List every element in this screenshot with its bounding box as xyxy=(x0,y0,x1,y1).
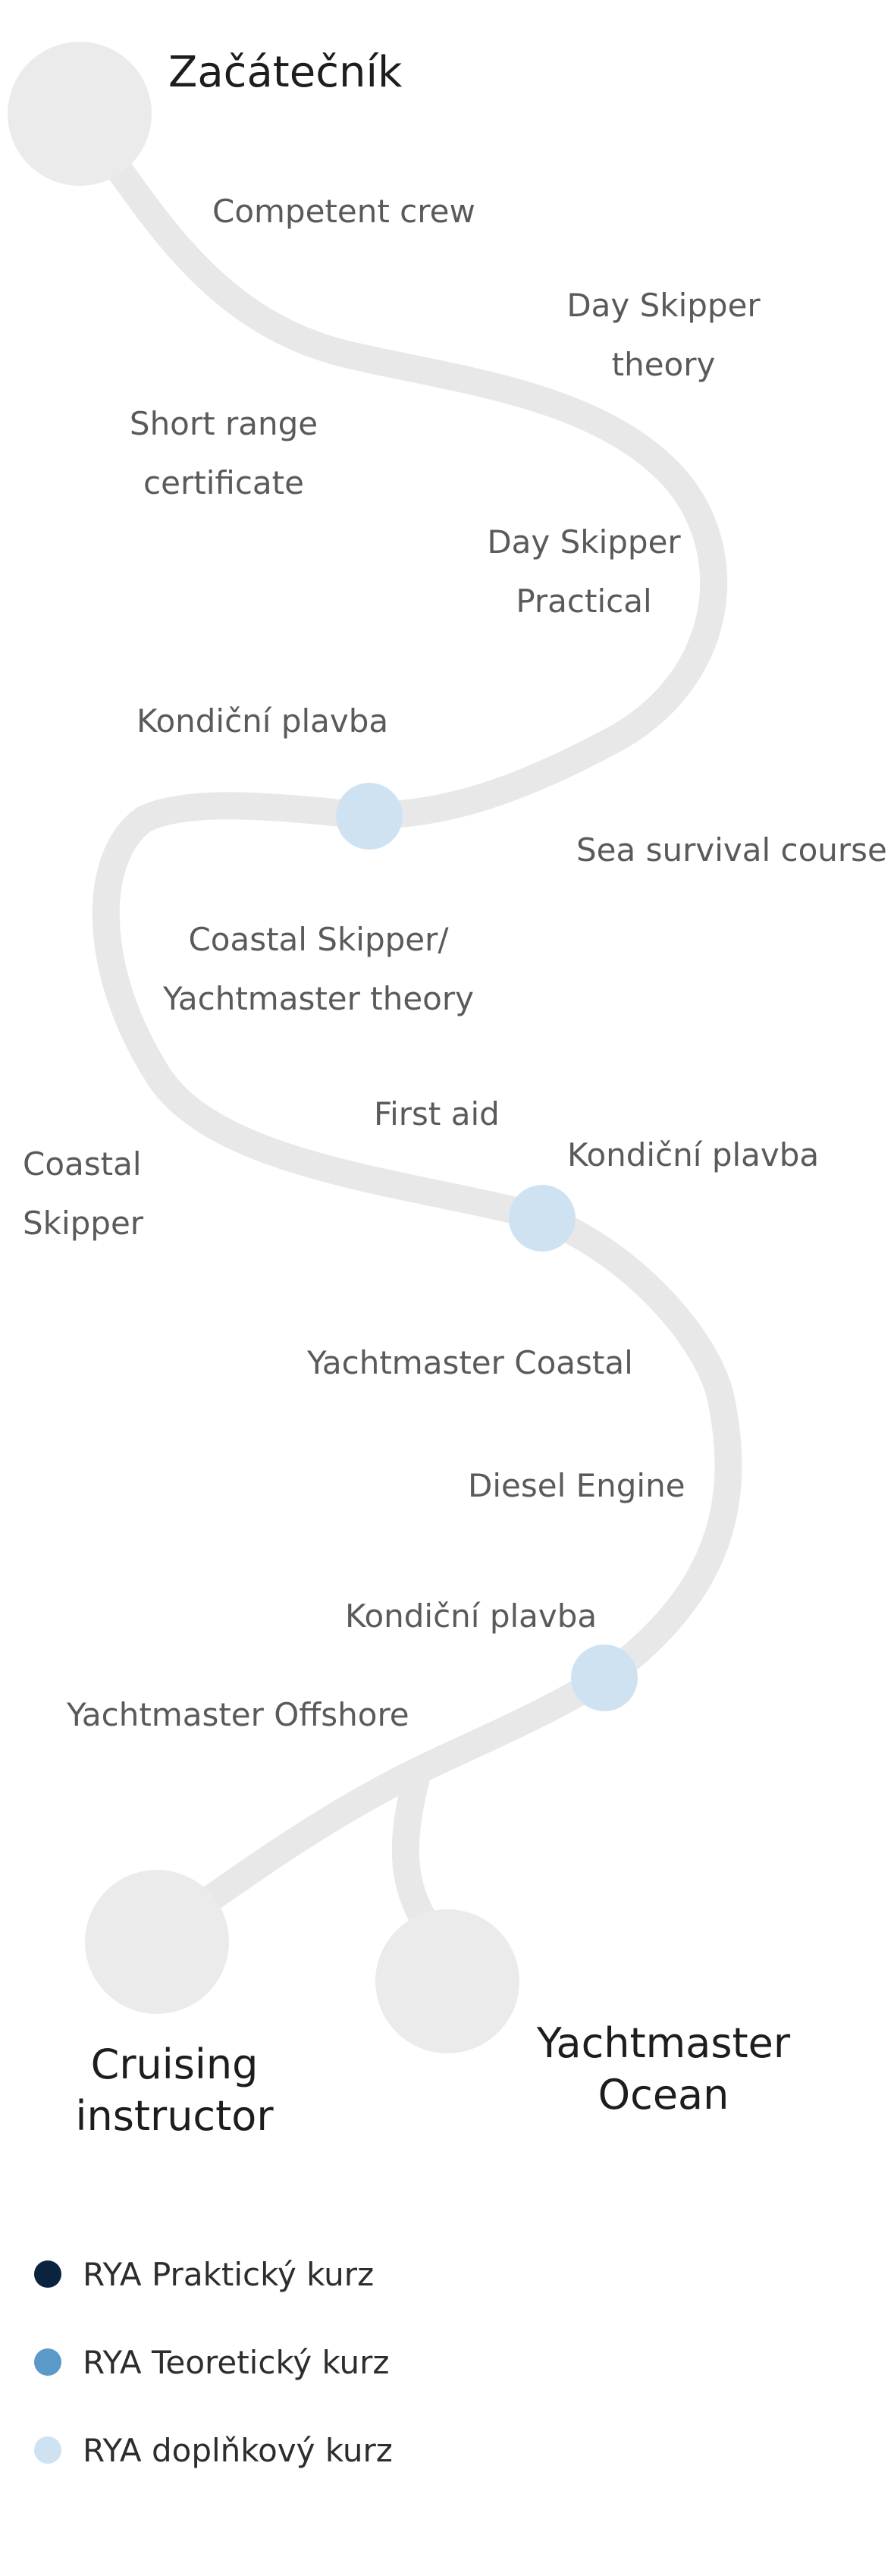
course-yachtmaster-coastal: Yachtmaster Coastal xyxy=(307,1334,633,1393)
ocean-branch xyxy=(391,1761,442,1940)
kondicni-plavba-node-2 xyxy=(509,1185,576,1252)
cruising-title-line1: Cruising xyxy=(90,2040,259,2088)
course-coastal-skipper: Coastal Skipper xyxy=(23,1135,143,1253)
course-label-text: Coastal xyxy=(23,1145,142,1183)
course-competent-crew: Competent crew xyxy=(212,182,475,241)
legend-item-supplementary: RYA doplňkový kurz xyxy=(34,2427,393,2473)
course-label-text: First aid xyxy=(374,1095,500,1132)
course-label-text: Day Skipper xyxy=(487,523,681,561)
start-title-text: Začátečník xyxy=(168,48,403,97)
legend-dot-supplementary xyxy=(34,2436,61,2464)
course-label-text: Diesel Engine xyxy=(468,1467,685,1504)
course-label-text: Coastal Skipper/ xyxy=(188,921,449,958)
course-label-text: Kondiční plavba xyxy=(567,1136,820,1173)
legend-dot-theory xyxy=(34,2348,61,2376)
course-label-text: Yachtmaster Coastal xyxy=(307,1344,633,1381)
course-label-text: theory xyxy=(611,346,716,383)
course-yachtmaster-offshore: Yachtmaster Offshore xyxy=(67,1685,409,1745)
legend-dot-practical xyxy=(34,2260,61,2288)
course-coastal-skipper-theory: Coastal Skipper/ Yachtmaster theory xyxy=(152,910,485,1029)
cruising-instructor-node xyxy=(85,1870,229,2014)
cruising-title-line2: instructor xyxy=(75,2092,274,2140)
legend-item-practical: RYA Praktický kurz xyxy=(34,2251,374,2297)
course-day-skipper-practical: Day Skipper Practical xyxy=(485,513,682,631)
course-label-text: Skipper xyxy=(23,1205,144,1242)
course-label-text: Yachtmaster Offshore xyxy=(67,1696,409,1733)
legend-label-supplementary: RYA doplňkový kurz xyxy=(83,2431,393,2469)
kondicni-plavba-node-3 xyxy=(571,1645,638,1711)
course-short-range-certificate: Short range certificate xyxy=(125,394,322,513)
course-label-text: Sea survival course xyxy=(576,831,887,869)
course-label-text: certificate xyxy=(143,464,304,501)
course-label-text: Day Skipper xyxy=(566,287,761,324)
kondicni-plavba-node-1 xyxy=(336,783,403,850)
legend-label-practical: RYA Praktický kurz xyxy=(83,2255,375,2293)
course-label-text: Short range xyxy=(129,405,318,442)
course-kondicni-plavba-3: Kondiční plavba xyxy=(345,1587,597,1646)
course-diesel-engine: Diesel Engine xyxy=(468,1456,685,1516)
course-label-text: Kondiční plavba xyxy=(136,702,389,740)
course-sea-survival: Sea survival course xyxy=(576,821,887,880)
course-kondicni-plavba-1: Kondiční plavba xyxy=(136,692,388,751)
course-label-text: Yachtmaster theory xyxy=(163,980,474,1017)
start-title: Začátečník xyxy=(168,47,402,99)
legend-item-theory: RYA Teoretický kurz xyxy=(34,2339,389,2385)
course-kondicni-plavba-2: Kondiční plavba xyxy=(567,1126,819,1185)
ocean-title-line1: Yachtmaster xyxy=(536,2019,791,2067)
course-label-text: Practical xyxy=(516,583,652,620)
legend-label-theory: RYA Teoretický kurz xyxy=(83,2343,390,2381)
course-first-aid: First aid xyxy=(374,1085,500,1144)
ocean-title-line2: Ocean xyxy=(598,2071,729,2119)
cruising-instructor-title: Cruising instructor xyxy=(64,2039,284,2142)
yachtmaster-ocean-node xyxy=(375,1909,519,2053)
course-day-skipper-theory: Day Skipper theory xyxy=(565,276,762,394)
course-label-text: Competent crew xyxy=(212,193,475,230)
yachtmaster-ocean-title: Yachtmaster Ocean xyxy=(531,2018,796,2121)
course-label-text: Kondiční plavba xyxy=(345,1597,598,1635)
start-node xyxy=(8,42,152,186)
